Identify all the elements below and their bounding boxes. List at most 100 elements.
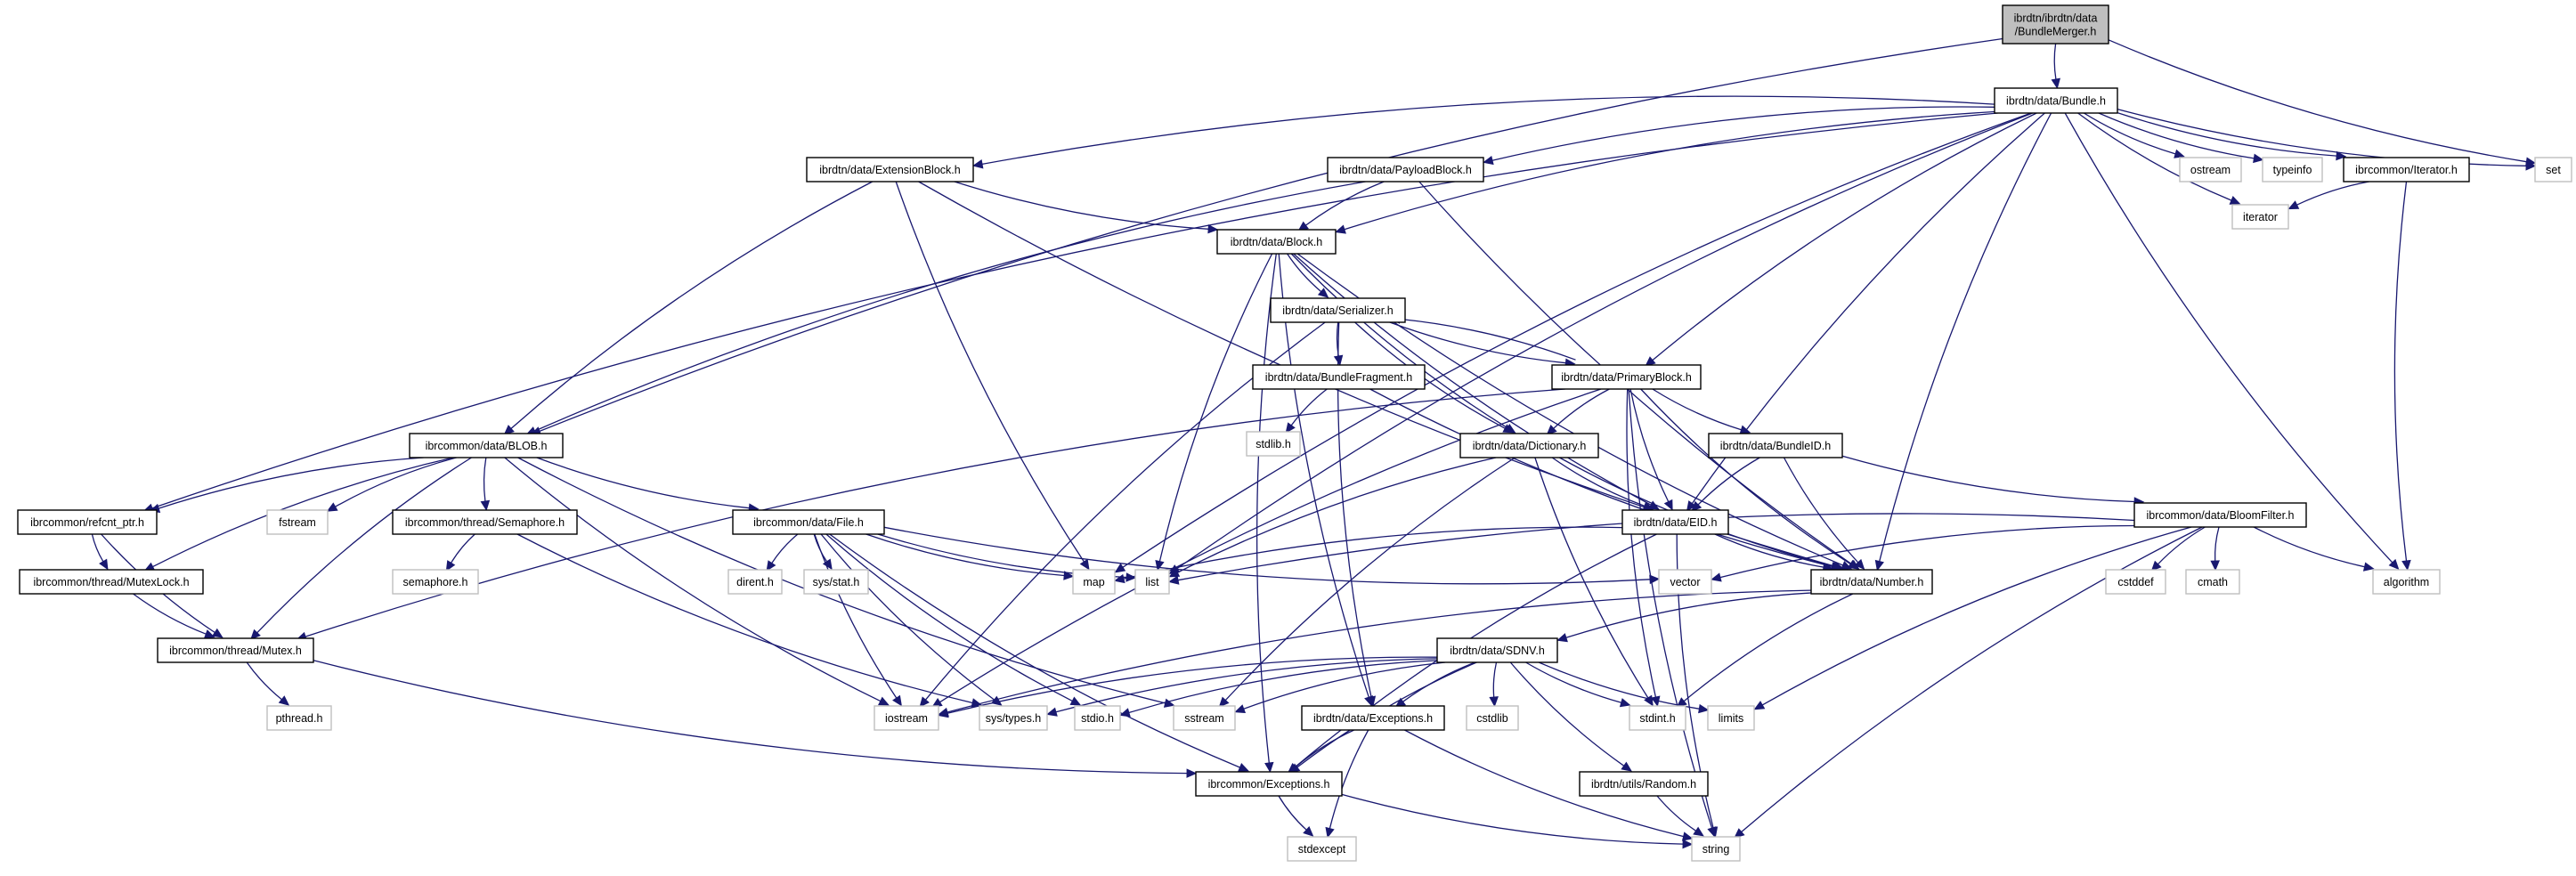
node-map: map: [1072, 569, 1116, 595]
edge-line: [1697, 457, 1760, 506]
arrowhead-icon: [822, 558, 833, 571]
arrowhead-icon: [1238, 762, 1249, 772]
edge-blob-to-fstream: [326, 457, 457, 512]
node-dict[interactable]: ibrdtn/data/Dictionary.h: [1459, 433, 1599, 458]
node-limits: limits: [1707, 705, 1755, 731]
node-box: [1708, 433, 1843, 458]
edge-eid-to-map: [1114, 526, 1623, 584]
node-payload[interactable]: ibrdtn/data/PayloadBlock.h: [1327, 157, 1484, 182]
arrowhead-icon: [1691, 500, 1702, 512]
arrowhead-icon: [1155, 559, 1165, 572]
arrowhead-icon: [326, 502, 338, 512]
node-label: list: [1145, 576, 1159, 588]
node-mutexlock[interactable]: ibrcommon/thread/MutexLock.h: [19, 569, 204, 595]
edge-bundle-to-map: [1114, 112, 2032, 573]
edge-line: [1640, 388, 1851, 565]
edge-line: [91, 533, 104, 563]
node-iteratorh[interactable]: ibrcommon/Iterator.h: [2343, 157, 2470, 182]
arrowhead-icon: [1046, 707, 1058, 717]
node-merger[interactable]: ibrdtn/ibrdtn/data/BundleMerger.h: [2002, 4, 2109, 45]
node-blob[interactable]: ibrcommon/data/BLOB.h: [409, 433, 564, 458]
edge-sdnv-to-iostream: [938, 656, 1438, 718]
node-systypes: sys/types.h: [979, 705, 1048, 731]
arrowhead-icon: [919, 696, 930, 708]
node-dtnexc[interactable]: ibrdtn/data/Exceptions.h: [1301, 705, 1445, 731]
node-label: semaphore.h: [403, 576, 468, 588]
edge-serializer-to-primary: [1389, 321, 1576, 368]
node-sdnv[interactable]: ibrdtn/data/SDNV.h: [1436, 637, 1558, 663]
node-bundle[interactable]: ibrdtn/data/Bundle.h: [1994, 87, 2118, 114]
node-box: [2262, 157, 2323, 182]
node-box: [1691, 836, 1741, 862]
arrowhead-icon: [2362, 562, 2375, 572]
node-label: ibrcommon/thread/Semaphore.h: [405, 516, 565, 529]
arrowhead-icon: [1711, 572, 1722, 582]
node-block[interactable]: ibrdtn/data/Block.h: [1216, 229, 1337, 255]
node-file[interactable]: ibrcommon/data/File.h: [732, 509, 885, 535]
node-box: [2231, 204, 2289, 230]
node-box: [1216, 229, 1337, 255]
edge-line: [1783, 457, 1859, 564]
edge-line: [1761, 526, 2192, 706]
edge-line: [981, 95, 1995, 166]
arrowhead-icon: [250, 629, 261, 640]
edge-mutex-to-pthread: [246, 661, 290, 706]
node-mutex[interactable]: ibrcommon/thread/Mutex.h: [157, 637, 314, 663]
node-bundleid[interactable]: ibrdtn/data/BundleID.h: [1708, 433, 1843, 458]
node-box: [409, 433, 564, 458]
edge-primary-to-bundleid: [1652, 388, 1751, 434]
node-label: cstddef: [2117, 576, 2154, 588]
node-box: [1810, 569, 1933, 595]
arrowhead-icon: [2525, 161, 2537, 171]
edge-line: [313, 660, 1188, 775]
node-label: /BundleMerger.h: [2015, 26, 2097, 38]
edge-refcnt-to-mutexlock: [91, 533, 109, 571]
node-box: [1994, 87, 2118, 114]
node-semaphoreh[interactable]: ibrcommon/thread/Semaphore.h: [392, 509, 578, 535]
edge-line: [2108, 39, 2527, 163]
edge-number-to-stdint: [1676, 593, 1854, 708]
edge-commonexc-to-stdexcept: [1278, 795, 1314, 837]
arrowhead-icon: [1069, 696, 1082, 706]
node-serializer[interactable]: ibrdtn/data/Serializer.h: [1270, 297, 1406, 323]
node-box: [2372, 569, 2441, 595]
node-cstdlib: cstdlib: [1466, 705, 1519, 731]
edge-block-to-commonexc: [1255, 253, 1277, 774]
edge-line: [1741, 526, 2203, 832]
edge-block-to-list: [1155, 253, 1273, 572]
node-random[interactable]: ibrdtn/utils/Random.h: [1579, 771, 1709, 797]
edge-blob-to-semaphoreh: [480, 457, 491, 512]
edge-file-to-dirent: [766, 533, 799, 572]
arrowhead-icon: [1264, 761, 1274, 774]
edge-line: [1255, 253, 1277, 764]
node-eid[interactable]: ibrdtn/data/EID.h: [1621, 509, 1729, 535]
edge-line: [1389, 321, 1566, 364]
edge-line: [451, 533, 475, 564]
node-primary[interactable]: ibrdtn/data/PrimaryBlock.h: [1551, 364, 1702, 390]
edge-line: [1626, 388, 1657, 698]
node-refcnt[interactable]: ibrcommon/refcnt_ptr.h: [17, 509, 158, 535]
node-ext[interactable]: ibrdtn/data/ExtensionBlock.h: [806, 157, 974, 182]
edge-line: [1629, 388, 1670, 502]
node-commonexc[interactable]: ibrcommon/Exceptions.h: [1195, 771, 1343, 797]
edge-line: [1509, 661, 1625, 766]
node-label: string: [1702, 843, 1730, 856]
arrowhead-icon: [1681, 831, 1694, 841]
edge-line: [152, 457, 454, 568]
arrowhead-icon: [1682, 839, 1694, 849]
edge-blob-to-iostream: [504, 457, 890, 706]
arrowhead-icon: [211, 628, 223, 638]
node-fragment[interactable]: ibrdtn/data/BundleFragment.h: [1252, 364, 1426, 390]
node-number[interactable]: ibrdtn/data/Number.h: [1810, 569, 1933, 595]
node-box: [1074, 705, 1121, 731]
node-box: [2133, 502, 2307, 528]
node-stdlib: stdlib.h: [1246, 431, 1301, 457]
node-label: ibrdtn/ibrdtn/data: [2014, 12, 2098, 25]
edge-line: [510, 181, 874, 429]
node-box: [1287, 836, 1357, 862]
node-bloom[interactable]: ibrcommon/data/BloomFilter.h: [2133, 502, 2307, 528]
arrowhead-icon: [1119, 708, 1131, 718]
edge-bloom-to-cmath: [2210, 526, 2220, 572]
arrowhead-icon: [2051, 77, 2060, 90]
